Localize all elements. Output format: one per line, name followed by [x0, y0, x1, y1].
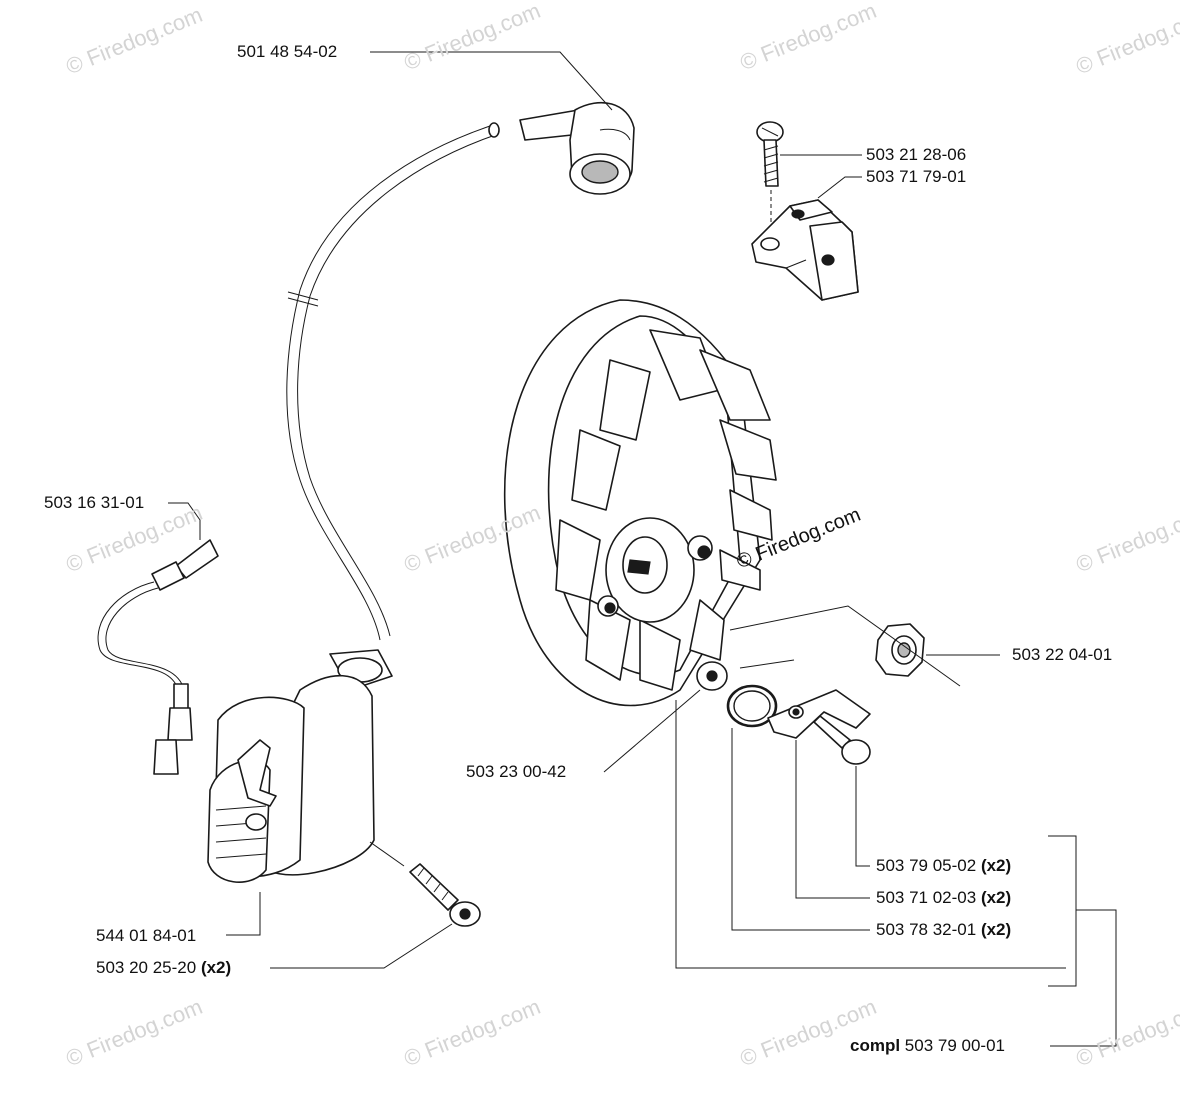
- spring: [726, 659, 795, 728]
- part-label: 503 79 05-02 (x2): [876, 856, 1011, 876]
- part-label: 503 71 02-03 (x2): [876, 888, 1011, 908]
- module-screw: [409, 863, 481, 927]
- nut: [875, 623, 925, 677]
- assembly-prefix: compl: [850, 1036, 901, 1055]
- pawl: [767, 689, 871, 739]
- switch-block: [751, 199, 859, 301]
- short-wire: [97, 539, 219, 775]
- part-label: 503 71 79-01: [866, 167, 967, 186]
- flywheel: [503, 299, 777, 707]
- screw-top: [756, 121, 784, 232]
- part-number: 503 71 02-03: [876, 888, 977, 907]
- part-label: 501 48 54-02: [237, 42, 338, 61]
- high-tension-lead: [286, 122, 500, 641]
- part-number: 503 79 05-02: [876, 856, 977, 875]
- part-qty: (x2): [980, 888, 1012, 907]
- assembly-label: compl 503 79 00-01: [850, 1036, 1005, 1056]
- part-label: 503 78 32-01 (x2): [876, 920, 1011, 940]
- leader-lines: [168, 51, 1117, 1047]
- part-label: 544 01 84-01: [96, 926, 197, 945]
- part-qty: (x2): [980, 920, 1012, 939]
- spark-plug-cap: [519, 101, 635, 195]
- part-label: 503 22 04-01: [1012, 645, 1113, 664]
- ignition-module: [207, 649, 393, 883]
- part-label: 503 21 28-06: [866, 145, 967, 164]
- part-qty: (x2): [980, 856, 1012, 875]
- part-qty: (x2): [200, 958, 232, 977]
- part-number: 503 20 25-20: [96, 958, 197, 977]
- assembly-part-number: 503 79 00-01: [904, 1036, 1005, 1055]
- washer: [696, 661, 728, 691]
- part-number: 503 78 32-01: [876, 920, 977, 939]
- pawl-bolt: [813, 715, 871, 765]
- part-label: 503 20 25-20 (x2): [96, 958, 231, 978]
- part-label: 503 23 00-42: [466, 762, 567, 781]
- part-label: 503 16 31-01: [44, 493, 145, 512]
